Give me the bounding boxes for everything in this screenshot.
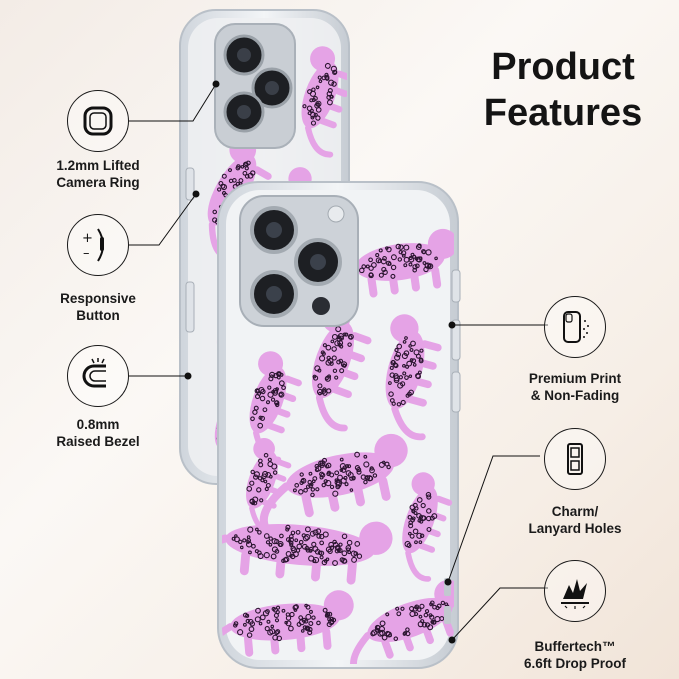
camera-ring-icon [67, 90, 129, 152]
feature-label-lanyard-holes: Charm/ Lanyard Holes [528, 504, 622, 536]
front-phone-case [217, 181, 461, 669]
shock-icon [544, 560, 606, 622]
feature-label-premium-print: Premium Print & Non-Fading [528, 371, 622, 403]
callout-lines [129, 80, 548, 644]
lanyard-holes-icon [544, 428, 606, 490]
page-title: Product Features [483, 46, 643, 134]
print-phone-icon [544, 296, 606, 358]
svg-text:–: – [83, 246, 90, 261]
responsive-button-icon: +– [67, 214, 129, 276]
feature-label-raised-bezel: 0.8mm Raised Bezel [56, 417, 140, 449]
raised-bezel-icon [67, 345, 129, 407]
feature-label-drop-proof: Buffertech™ 6.6ft Drop Proof [523, 639, 626, 671]
feature-label-camera-ring: 1.2mm Lifted Camera Ring [56, 158, 140, 190]
svg-text:+: + [82, 231, 93, 246]
feature-label-responsive-button: Responsive Button [60, 291, 136, 323]
